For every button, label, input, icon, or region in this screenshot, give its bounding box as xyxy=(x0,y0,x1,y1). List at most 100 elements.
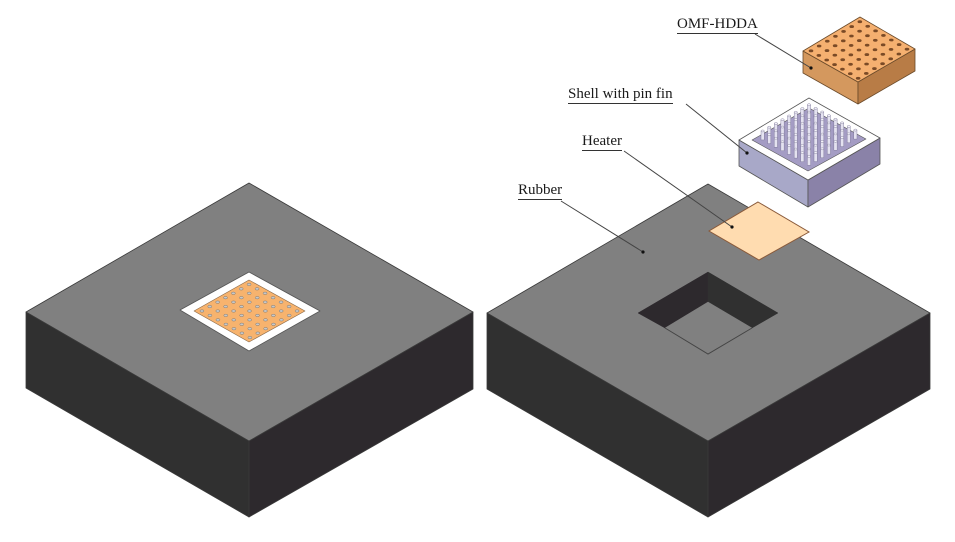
omf-hole xyxy=(847,72,853,76)
omf-hole xyxy=(856,67,861,71)
pin-fin-cap xyxy=(820,118,825,121)
embedded-hole xyxy=(287,313,292,317)
embedded-hole xyxy=(255,331,260,335)
omf-hole xyxy=(896,52,902,56)
omf-hole xyxy=(816,44,822,48)
omf-hole xyxy=(904,47,910,51)
leader-dots xyxy=(641,66,813,254)
pin-fin-cap xyxy=(820,140,825,143)
omf-leader-dot xyxy=(809,66,813,70)
omf-hole xyxy=(832,44,838,48)
embedded-hole xyxy=(247,336,253,340)
omf-hole xyxy=(832,53,838,57)
omf-hole xyxy=(841,30,846,33)
rubber-block xyxy=(486,183,931,518)
pin-fins xyxy=(760,103,858,166)
embedded-hole xyxy=(223,322,229,326)
embedded-hole xyxy=(271,322,276,326)
pin-fin-cap xyxy=(840,129,844,132)
omf-hole xyxy=(849,34,854,38)
embedded-hole xyxy=(215,318,221,322)
pin-fin-cap xyxy=(787,114,791,118)
pin-fin-cap xyxy=(853,128,858,132)
cavity-edge xyxy=(664,327,753,355)
embedded-hole xyxy=(247,291,252,295)
pin-fin-cap xyxy=(780,125,785,129)
embedded-hole xyxy=(199,309,205,313)
heater-leader-dot xyxy=(730,225,734,229)
pin-fin-cap xyxy=(807,133,811,136)
omf-hole xyxy=(880,43,886,47)
embedded-hole xyxy=(239,305,244,309)
embedded-hole xyxy=(231,291,236,295)
embedded-hole xyxy=(239,331,245,335)
embedded-omf-holes xyxy=(199,282,300,340)
embedded-hole xyxy=(223,313,228,317)
heater-plate xyxy=(708,201,811,261)
leader-lines xyxy=(560,33,812,253)
omf-hole xyxy=(857,29,862,33)
omf-hole xyxy=(840,39,846,43)
omf-hole xyxy=(872,38,878,42)
label-rubber: Rubber xyxy=(518,182,563,200)
omf-hole xyxy=(865,34,870,38)
omf-hole xyxy=(896,43,902,46)
omf-hole xyxy=(857,20,863,24)
omf-hole xyxy=(863,72,869,75)
pin-fin-cap xyxy=(846,132,851,135)
pin-fin-cap xyxy=(833,118,838,121)
pin-fin-cap xyxy=(800,114,805,117)
pin-fin-cap xyxy=(800,136,805,140)
omf-hole xyxy=(864,53,870,56)
embedded-hole xyxy=(278,300,284,304)
embedded-hole xyxy=(263,309,268,313)
pin-fin xyxy=(833,141,838,151)
pin-fin-cap xyxy=(787,144,791,147)
omf-hole xyxy=(888,48,894,51)
pin-fin-cap xyxy=(820,110,825,114)
pin-fin-cap xyxy=(807,125,811,128)
rubber-leader-dot xyxy=(641,250,645,254)
pin-fin-cap xyxy=(827,129,831,132)
embedded-hole xyxy=(262,291,268,295)
pin-fin-cap xyxy=(780,140,785,143)
pin-fin xyxy=(846,133,851,143)
embedded-hole xyxy=(231,309,236,313)
pin-fin-cap xyxy=(807,140,811,143)
omf-hole xyxy=(833,34,838,38)
omf-hole xyxy=(872,48,878,52)
omf-hole xyxy=(880,52,886,56)
pin-fin-cap xyxy=(813,114,818,117)
pin-fin-cap xyxy=(813,129,818,132)
embedded-hole xyxy=(247,300,252,304)
embedded-hole xyxy=(231,318,236,322)
pin-fin-cap xyxy=(827,121,831,125)
pin-fin xyxy=(813,152,818,162)
pin-fin-cap xyxy=(800,122,805,125)
pin-fin-cap xyxy=(807,110,811,114)
pin-fin-cap xyxy=(833,125,838,128)
label-shell-with-pin-fin: Shell with pin fin xyxy=(568,86,673,104)
shell-with-pin-fin xyxy=(738,97,881,208)
pin-fin-cap xyxy=(807,147,811,151)
pin-fin-cap xyxy=(840,121,844,124)
label-omf-hdda: OMF-HDDA xyxy=(677,16,758,34)
omf-hole xyxy=(856,48,862,52)
omf-hole xyxy=(848,62,853,66)
pin-fin-cap xyxy=(787,122,791,125)
embedded-hole xyxy=(239,287,244,291)
pin-fin-cap xyxy=(760,129,765,133)
omf-hole xyxy=(864,43,870,47)
pin-fin-cap xyxy=(813,151,818,154)
omf-hole xyxy=(849,25,855,28)
pin-fin-cap xyxy=(813,107,818,110)
pin-fin-cap xyxy=(827,114,831,117)
embedded-hole xyxy=(271,313,276,317)
rubber-leader xyxy=(560,200,644,253)
pin-fin-cap xyxy=(793,118,798,121)
embedded-hole xyxy=(223,296,228,300)
omf-hole xyxy=(824,58,830,62)
omf-hole xyxy=(872,57,878,61)
embedded-hole xyxy=(255,296,260,300)
